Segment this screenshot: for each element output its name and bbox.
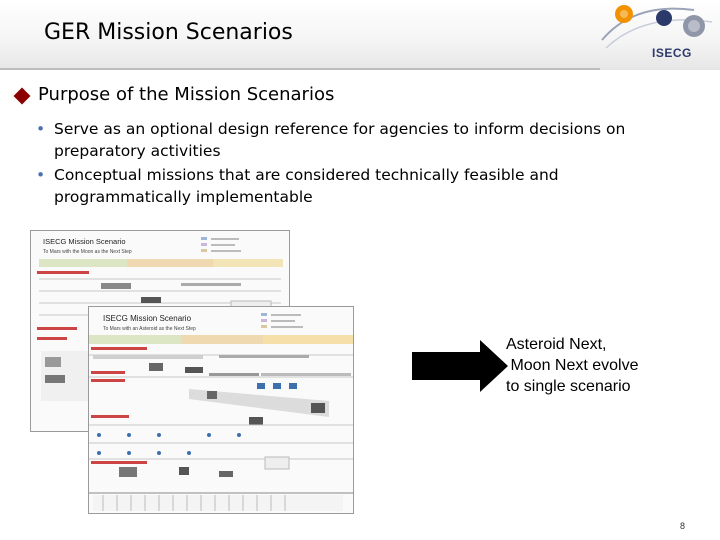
bullet-text: Serve as an optional design reference fo… — [54, 120, 626, 160]
section-heading: Purpose of the Mission Scenarios — [38, 84, 335, 105]
bullet-item: • Conceptual missions that are considere… — [36, 164, 676, 208]
page-number: 8 — [680, 521, 686, 531]
title-divider — [0, 68, 600, 70]
bullet-dot-icon: • — [36, 166, 46, 184]
asteroid-next-scenario-graphic: ISECG Mission Scenario To Mars with an A… — [89, 313, 353, 511]
figure-subtitle: To Mars with the Moon as the Next Step — [43, 249, 132, 255]
callout-line: Moon Next evolve — [506, 357, 639, 374]
right-arrow-icon — [412, 340, 508, 392]
figure-title: ISECG Mission Scenario — [43, 237, 126, 246]
callout-line: to single scenario — [506, 378, 631, 395]
logo-text: ISECG — [652, 46, 692, 60]
asteroid-next-scenario-image: ISECG Mission Scenario To Mars with an A… — [88, 306, 354, 514]
moon-next-scenario-graphic: ISECG Mission Scenario To Mars with the … — [37, 237, 283, 401]
callout-line: Asteroid Next, — [506, 336, 607, 353]
heading-bullet-icon — [13, 87, 31, 105]
figure-subtitle: To Mars with an Asteroid as the Next Ste… — [103, 326, 196, 332]
slide-title: GER Mission Scenarios — [44, 20, 293, 45]
bullet-list: • Serve as an optional design reference … — [36, 118, 676, 210]
callout-text: Asteroid Next, Moon Next evolve to singl… — [506, 334, 696, 397]
bullet-dot-icon: • — [36, 120, 46, 138]
title-bar — [0, 0, 720, 70]
bullet-item: • Serve as an optional design reference … — [36, 118, 676, 162]
figure-title: ISECG Mission Scenario — [103, 314, 192, 323]
bullet-text: Conceptual missions that are considered … — [54, 166, 559, 206]
isecg-logo — [601, 5, 713, 49]
